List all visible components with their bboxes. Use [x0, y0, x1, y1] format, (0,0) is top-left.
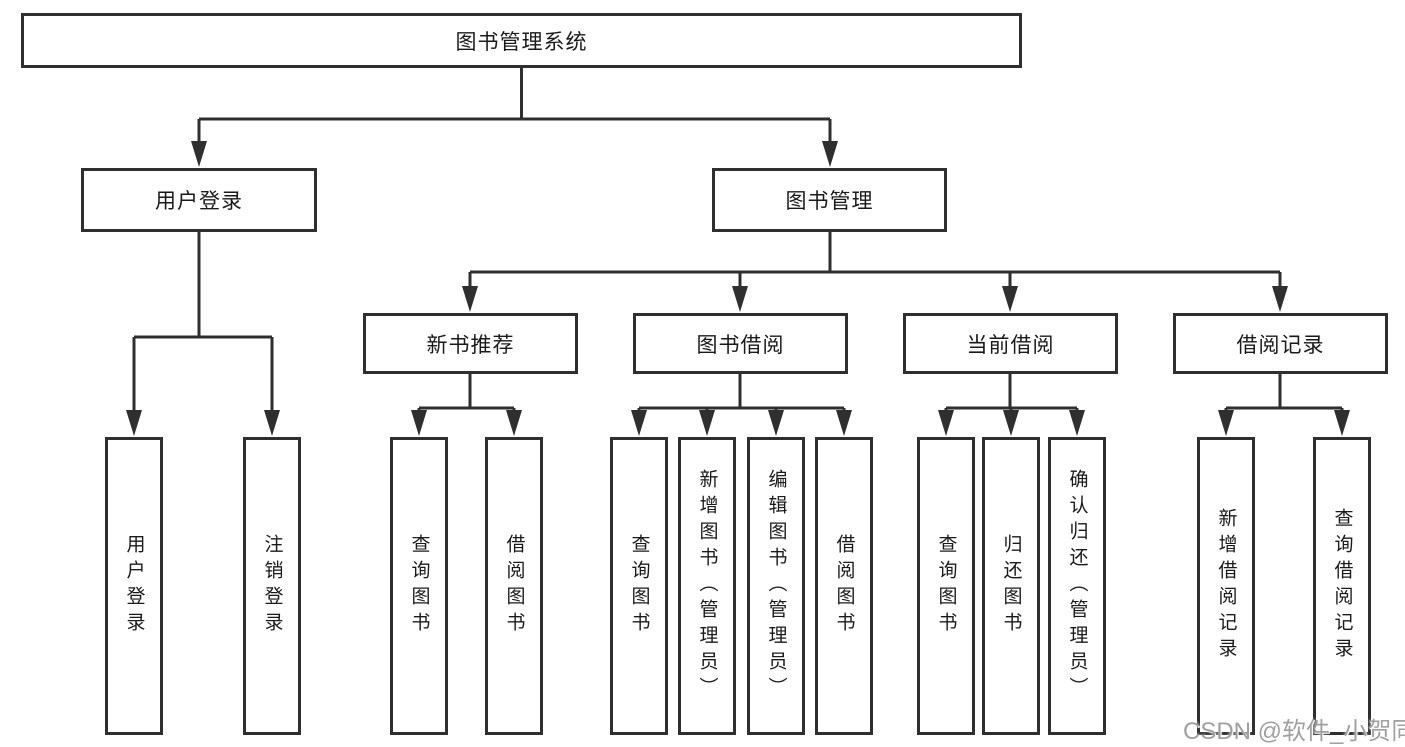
- leaf-add-book-admin: 新增图书（管理员）: [678, 437, 736, 735]
- leaf-label: 新增借阅记录: [1215, 508, 1237, 664]
- leaf-query-book-recommend: 查询图书: [390, 437, 448, 735]
- leaf-query-book-current: 查询图书: [917, 437, 975, 735]
- leaf-add-borrow-record: 新增借阅记录: [1197, 437, 1255, 735]
- leaf-label: 归还图书: [1000, 534, 1022, 638]
- leaf-label: 查询借阅记录: [1331, 508, 1353, 664]
- csdn-watermark: CSDN @软件_小贺同学: [1183, 718, 1405, 745]
- leaf-label: 编辑图书（管理员）: [765, 469, 787, 703]
- leaf-label: 确认归还（管理员）: [1066, 469, 1088, 703]
- leaf-label: 查询图书: [935, 534, 957, 638]
- leaf-query-borrow-record: 查询借阅记录: [1313, 437, 1371, 735]
- node-borrow-records: 借阅记录: [1173, 313, 1388, 374]
- leaf-label: 借阅图书: [503, 534, 525, 638]
- leaf-logout: 注销登录: [243, 437, 301, 735]
- leaf-borrow-book: 借阅图书: [815, 437, 873, 735]
- leaf-return-book: 归还图书: [982, 437, 1040, 735]
- leaf-label: 借阅图书: [833, 534, 855, 638]
- node-current-borrow: 当前借阅: [903, 313, 1118, 374]
- node-book-management: 图书管理: [712, 168, 947, 232]
- leaf-query-book-borrow: 查询图书: [610, 437, 668, 735]
- leaf-label: 查询图书: [408, 534, 430, 638]
- node-new-book-recommend: 新书推荐: [363, 313, 578, 374]
- leaf-edit-book-admin: 编辑图书（管理员）: [747, 437, 805, 735]
- leaf-label: 用户登录: [123, 534, 145, 638]
- leaf-label: 注销登录: [261, 534, 283, 638]
- node-root-system: 图书管理系统: [21, 13, 1022, 68]
- leaf-borrow-book-recommend: 借阅图书: [485, 437, 543, 735]
- leaf-confirm-return-admin: 确认归还（管理员）: [1048, 437, 1106, 735]
- node-book-borrow: 图书借阅: [633, 313, 848, 374]
- node-user-login: 用户登录: [81, 168, 317, 232]
- leaf-label: 查询图书: [628, 534, 650, 638]
- arrowheads: [126, 141, 1350, 436]
- leaf-user-login: 用户登录: [105, 437, 163, 735]
- leaf-label: 新增图书（管理员）: [696, 469, 718, 703]
